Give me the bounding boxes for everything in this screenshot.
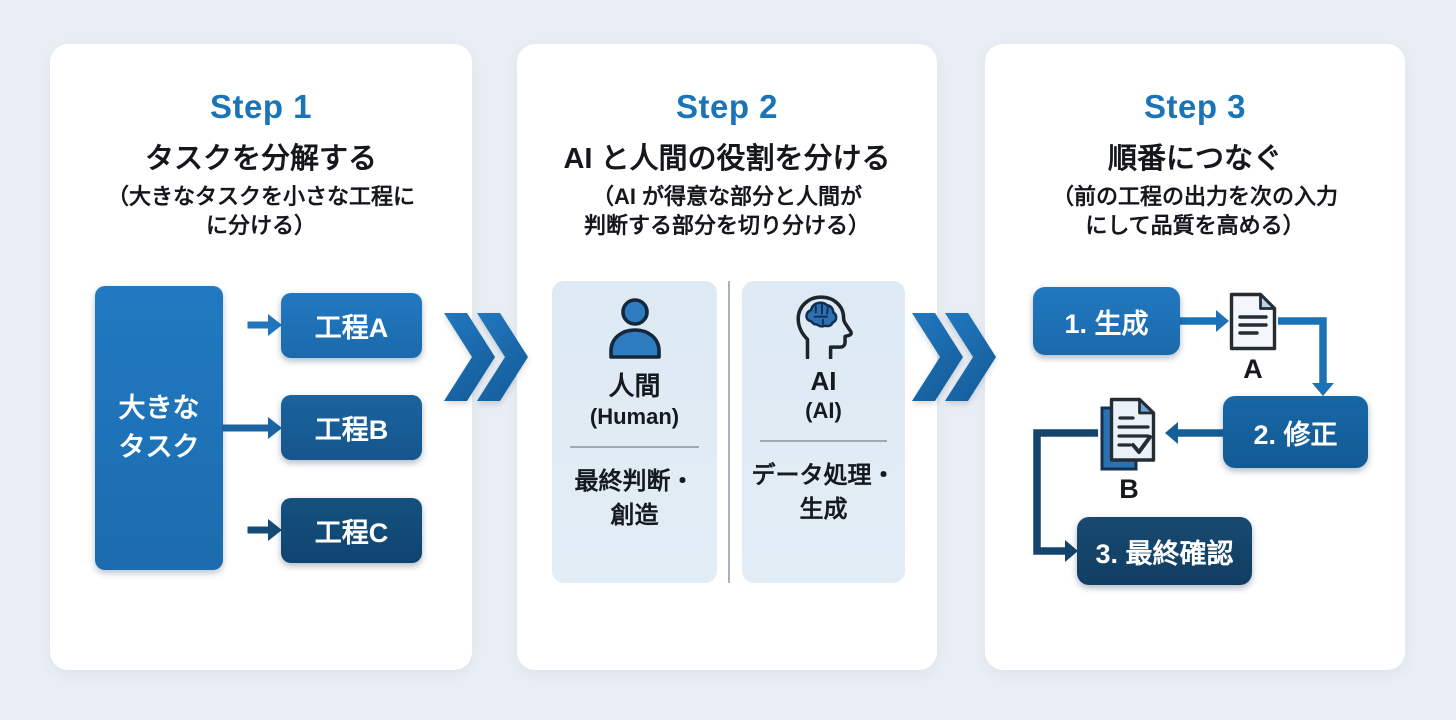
ai-card: AI (AI) データ処理・ 生成: [742, 281, 905, 583]
chevron-right-icon: [912, 313, 996, 401]
ai-card-alias: (AI): [805, 398, 842, 423]
human-card-name: 人間: [608, 371, 661, 401]
step1-subtitle: （大きなタスクを小さな工程に に分ける）: [106, 184, 415, 239]
step3-header: Step 3 順番につなぐ （前の工程の出力を次の入力 にして品質を高める）: [985, 44, 1405, 241]
task-split-arrows: [222, 314, 282, 541]
step1-label: Step 1: [209, 88, 313, 125]
chevron-right-icon: [444, 313, 528, 401]
step2-label: Step 2: [675, 88, 779, 125]
process-b-box: 工程B: [281, 395, 422, 460]
cards-divider: [728, 281, 730, 583]
ai-card-divider: [759, 440, 888, 442]
person-icon: [552, 293, 717, 359]
document-b-label: B: [1119, 474, 1139, 504]
step3-diagram: 1. 生成 A 2. 修正 B 3. 最終確認: [985, 44, 1405, 670]
step3-panel: Step 3 順番につなぐ （前の工程の出力を次の入力 にして品質を高める） 1…: [985, 44, 1405, 670]
step3-label: Step 3: [1143, 88, 1247, 125]
human-card-alias: (Human): [589, 404, 680, 429]
step1-title: タスクを分解する: [144, 143, 377, 175]
step2-diagram: 人間 (Human) 最終判断・ 創造 AI (AI) データ処理・ 生成: [517, 44, 937, 670]
human-card-role: 最終判断・ 創造: [574, 468, 695, 529]
step2-panel: Step 2 AI と人間の役割を分ける （AI が得意な部分と人間が 判断する…: [517, 44, 937, 670]
ai-card-role: データ処理・ 生成: [751, 462, 896, 523]
pipeline-arrows: [1033, 310, 1334, 562]
big-task-box: 大きな タスク: [95, 286, 223, 570]
process-a-box: 工程A: [281, 293, 422, 358]
human-card-divider: [570, 446, 699, 448]
step1-diagram: 大きな タスク 工程A 工程B 工程C: [50, 44, 472, 670]
ai-brain-icon: [742, 293, 905, 359]
revise-node: 2. 修正: [1223, 396, 1368, 468]
step1-header: Step 1 タスクを分解する （大きなタスクを小さな工程に に分ける）: [50, 44, 472, 241]
document-a-icon: [1228, 291, 1278, 352]
document-a-label: A: [1243, 354, 1263, 384]
generate-node: 1. 生成: [1033, 287, 1180, 355]
final-check-node: 3. 最終確認: [1077, 517, 1252, 585]
human-card: 人間 (Human) 最終判断・ 創造: [552, 281, 717, 583]
step2-title: AI と人間の役割を分ける: [563, 143, 891, 175]
step3-subtitle: （前の工程の出力を次の入力 にして品質を高める）: [1051, 184, 1338, 239]
step3-title: 順番につなぐ: [1107, 143, 1282, 175]
process-c-box: 工程C: [281, 498, 422, 563]
ai-card-name: AI: [810, 366, 837, 396]
step2-header: Step 2 AI と人間の役割を分ける （AI が得意な部分と人間が 判断する…: [517, 44, 937, 241]
step2-subtitle: （AI が得意な部分と人間が 判断する部分を切り分ける）: [583, 184, 870, 239]
step1-panel: Step 1 タスクを分解する （大きなタスクを小さな工程に に分ける） 大きな…: [50, 44, 472, 670]
document-b-icon: [1098, 396, 1160, 472]
